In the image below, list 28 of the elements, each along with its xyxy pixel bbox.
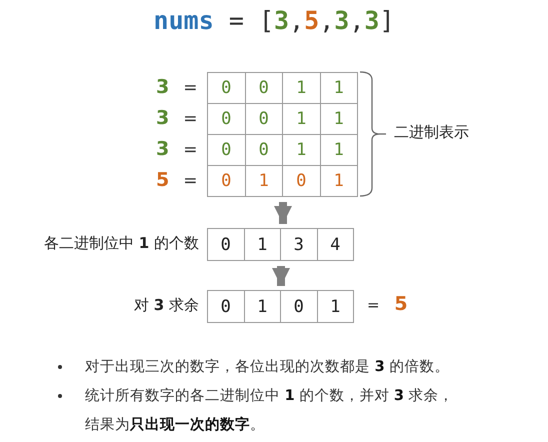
result-label: = 5 <box>367 293 408 315</box>
grid-cell: 3 <box>280 228 318 261</box>
grid-cell: 1 <box>244 228 281 261</box>
grid-cell: 1 <box>316 290 354 323</box>
grid-cell: 0 <box>280 290 318 323</box>
grid-cell: 0 <box>207 72 246 104</box>
grid-cell: 0 <box>207 165 246 197</box>
row-caption: 对 3 求余 <box>134 296 199 315</box>
bullet-text: 统计所有数字的各二进制位中 1 的个数，并对 3 求余，结果为只出现一次的数字。 <box>85 386 455 435</box>
row-label: 3 = <box>156 107 198 129</box>
down-arrow <box>274 202 292 224</box>
remainder-row <box>207 290 353 322</box>
bullet-text: 对于出现三次的数字，各位出现的次数都是 3 的倍数。 <box>85 358 450 377</box>
row-label: 3 = <box>156 76 198 98</box>
grid-cell: 4 <box>316 228 354 261</box>
title: nums = [3,5,3,3] <box>152 6 396 35</box>
bracket-label: 二进制表示 <box>394 123 469 142</box>
grid-cell: 0 <box>207 228 244 261</box>
count-row <box>207 228 353 260</box>
down-arrow <box>272 266 290 286</box>
grid-cell: 1 <box>320 72 358 104</box>
row-label: 3 = <box>156 138 198 160</box>
grid-cell: 0 <box>207 290 244 323</box>
grid-cell: 1 <box>320 165 358 197</box>
row-label: 5 = <box>156 169 198 191</box>
grid-cell: 1 <box>244 290 281 323</box>
binary-grid <box>207 72 357 196</box>
row-caption: 各二进制位中 1 的个数 <box>44 234 199 253</box>
